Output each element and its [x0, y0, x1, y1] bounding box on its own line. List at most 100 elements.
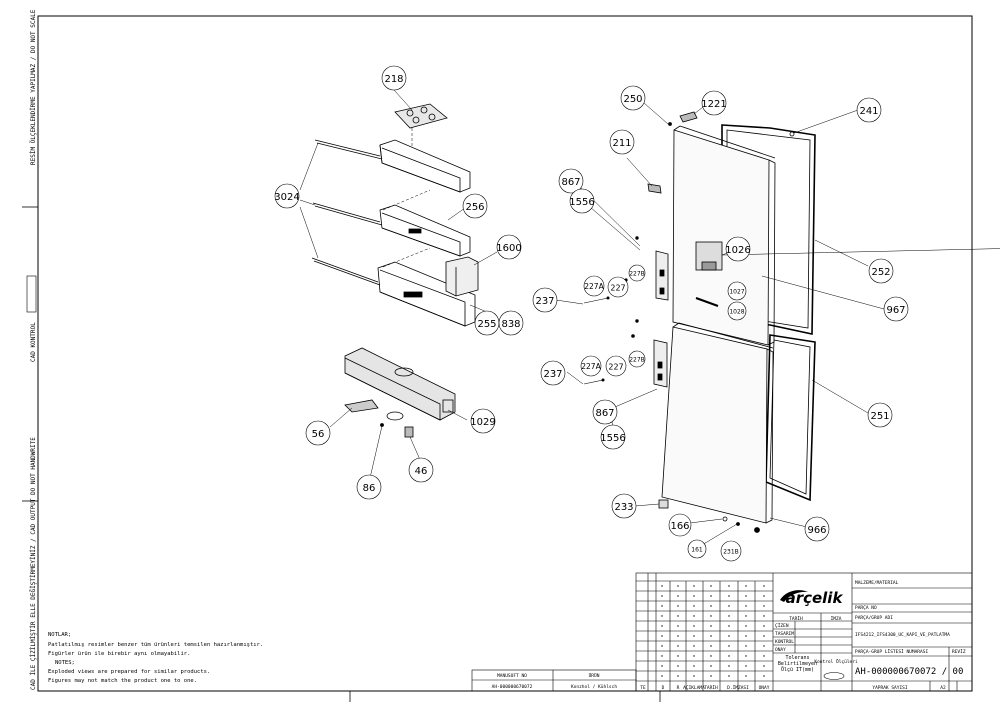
svg-text:233: 233 [614, 502, 633, 513]
callout-233: 233 [611, 493, 637, 519]
door-shelf-middle [379, 204, 471, 257]
checked-label: KONTROL [775, 639, 794, 645]
rev-header-te: TE [640, 685, 646, 691]
callout-255: 255 [474, 310, 500, 336]
svg-text:237: 237 [535, 296, 554, 307]
svg-text:1556: 1556 [600, 433, 625, 444]
callout-252: 252 [868, 258, 894, 284]
date-label: TARİH [789, 615, 803, 622]
brand-logo: arçelik [780, 589, 843, 607]
svg-text:867: 867 [595, 408, 614, 419]
svg-text:1027: 1027 [729, 289, 744, 296]
door-shelves-group [311, 103, 479, 327]
svg-text:251: 251 [870, 411, 889, 422]
svg-text:56: 56 [312, 429, 325, 440]
callout-237-upper: 237 [532, 287, 558, 313]
svg-text:161: 161 [691, 547, 703, 554]
lower-door-gasket [765, 334, 816, 502]
callout-1556-upper: 1556 [569, 188, 595, 214]
tolerance-label-box: Tolerans Belirtilmeyen Ölçü IT(mm) [777, 655, 818, 673]
rail-part [311, 257, 379, 283]
designed-label: TASARIM [775, 631, 794, 637]
rail-part [312, 202, 381, 223]
rev-header-d: D [662, 685, 665, 691]
margin-note-bottom: CAD İLE ÇİZİLMİŞTİR ELLE DEĞİŞTİRMEYİNİZ… [30, 437, 37, 690]
notes-heading-tr: NOTLAR; [48, 632, 71, 638]
callout-227A-lower: 227A [580, 355, 602, 377]
callout-227-lower: 227 [605, 355, 627, 377]
rev-header-r: R [677, 685, 680, 691]
shelf-accessory-part [445, 256, 479, 297]
door-shelf-top [379, 139, 471, 193]
notes-line1-tr: Patlatılmış resimler benzer tüm ürünleri… [48, 642, 263, 648]
drawn-label: ÇİZEN [775, 622, 789, 629]
notes-line1-en: Exploded views are prepared for similar … [48, 669, 210, 675]
callout-227B-upper: 227B [628, 264, 646, 282]
assembly-lines [382, 128, 431, 268]
dispenser-group [344, 347, 456, 438]
group-label: PARÇA/GRUP ADI [855, 615, 893, 621]
callout-251: 251 [867, 402, 893, 428]
callout-86: 86 [356, 474, 382, 500]
doc-ref-col1-value: AH-000000670072 [492, 684, 533, 690]
callout-218: 218 [381, 65, 407, 91]
rail-part [314, 139, 381, 157]
svg-text:227: 227 [608, 363, 623, 372]
svg-text:241: 241 [859, 106, 878, 117]
callout-867-lower: 867 [592, 399, 618, 425]
clip-part [404, 426, 414, 438]
drawing-number: AH-000000670072 / 00 [855, 667, 963, 677]
sign-label: İMZA [831, 615, 842, 622]
callout-161: 161 [687, 539, 707, 559]
callout-838: 838 [498, 310, 524, 336]
size-label: A2 [940, 685, 946, 691]
svg-text:211: 211 [612, 138, 631, 149]
margin-note-mid: CAD KONTROL [30, 322, 37, 362]
callout-1029: 1029 [470, 408, 496, 434]
callout-227A-upper: 227A [583, 275, 605, 297]
notes-line2-tr: Figürler ürün ile birebir aynı olmayabil… [48, 651, 190, 657]
callout-1221: 1221 [701, 90, 727, 116]
svg-text:227A: 227A [581, 362, 601, 371]
svg-text:1221: 1221 [701, 99, 726, 110]
doc-ref-col2-header: ÜRÜN [589, 672, 600, 679]
svg-text:256: 256 [465, 202, 484, 213]
svg-text:237: 237 [543, 369, 562, 380]
rev-header-desc: AÇIKLAMA [683, 685, 705, 691]
upper-door-panel [672, 129, 770, 346]
callout-3024: 3024 [274, 183, 300, 209]
callout-1600: 1600 [496, 234, 522, 260]
callout-166: 166 [668, 513, 692, 537]
lower-door-panel [661, 326, 768, 524]
svg-text:1556: 1556 [569, 197, 594, 208]
svg-text:227B: 227B [629, 271, 645, 278]
doors-group [647, 111, 816, 533]
list-label: PARÇA-GRUP LİSTESİ NUMARASI [855, 648, 928, 655]
callout-1028: 1028 [727, 301, 747, 321]
callout-966: 966 [804, 516, 830, 542]
handle-part [647, 183, 662, 194]
svg-text:838: 838 [501, 319, 520, 330]
svg-text:46: 46 [415, 466, 428, 477]
svg-text:1029: 1029 [470, 417, 495, 428]
svg-text:227B: 227B [629, 357, 645, 364]
callout-56: 56 [305, 420, 331, 446]
svg-text:252: 252 [871, 267, 890, 278]
svg-text:231B: 231B [723, 549, 739, 556]
callout-227-upper: 227 [607, 276, 629, 298]
notes-block: NOTLAR; Patlatılmış resimler benzer tüm … [48, 632, 263, 684]
rev-label: REVİZ [952, 648, 966, 655]
tolerance-label: Tolerans Belirtilmeyen Ölçü IT(mm) [777, 655, 818, 673]
callout-231B: 231B [720, 540, 742, 562]
svg-text:250: 250 [623, 94, 642, 105]
revision-grid-dots [661, 585, 765, 677]
svg-text:967: 967 [886, 305, 905, 316]
doc-ref-col1-header: MANUSOFT NO [497, 673, 527, 679]
material-label: MALZEME/MATERIAL [855, 580, 899, 586]
callout-237-lower: 237 [540, 360, 566, 386]
callout-256: 256 [462, 193, 488, 219]
rev-header-sign: D.İMZASI [727, 684, 749, 691]
svg-text:1600: 1600 [496, 243, 521, 254]
group-value: IFS4212_IFS4300_UC_KAPI_VE_PATLATMA [855, 632, 950, 638]
control-label: Kontrol Ölçüleri [814, 658, 858, 665]
